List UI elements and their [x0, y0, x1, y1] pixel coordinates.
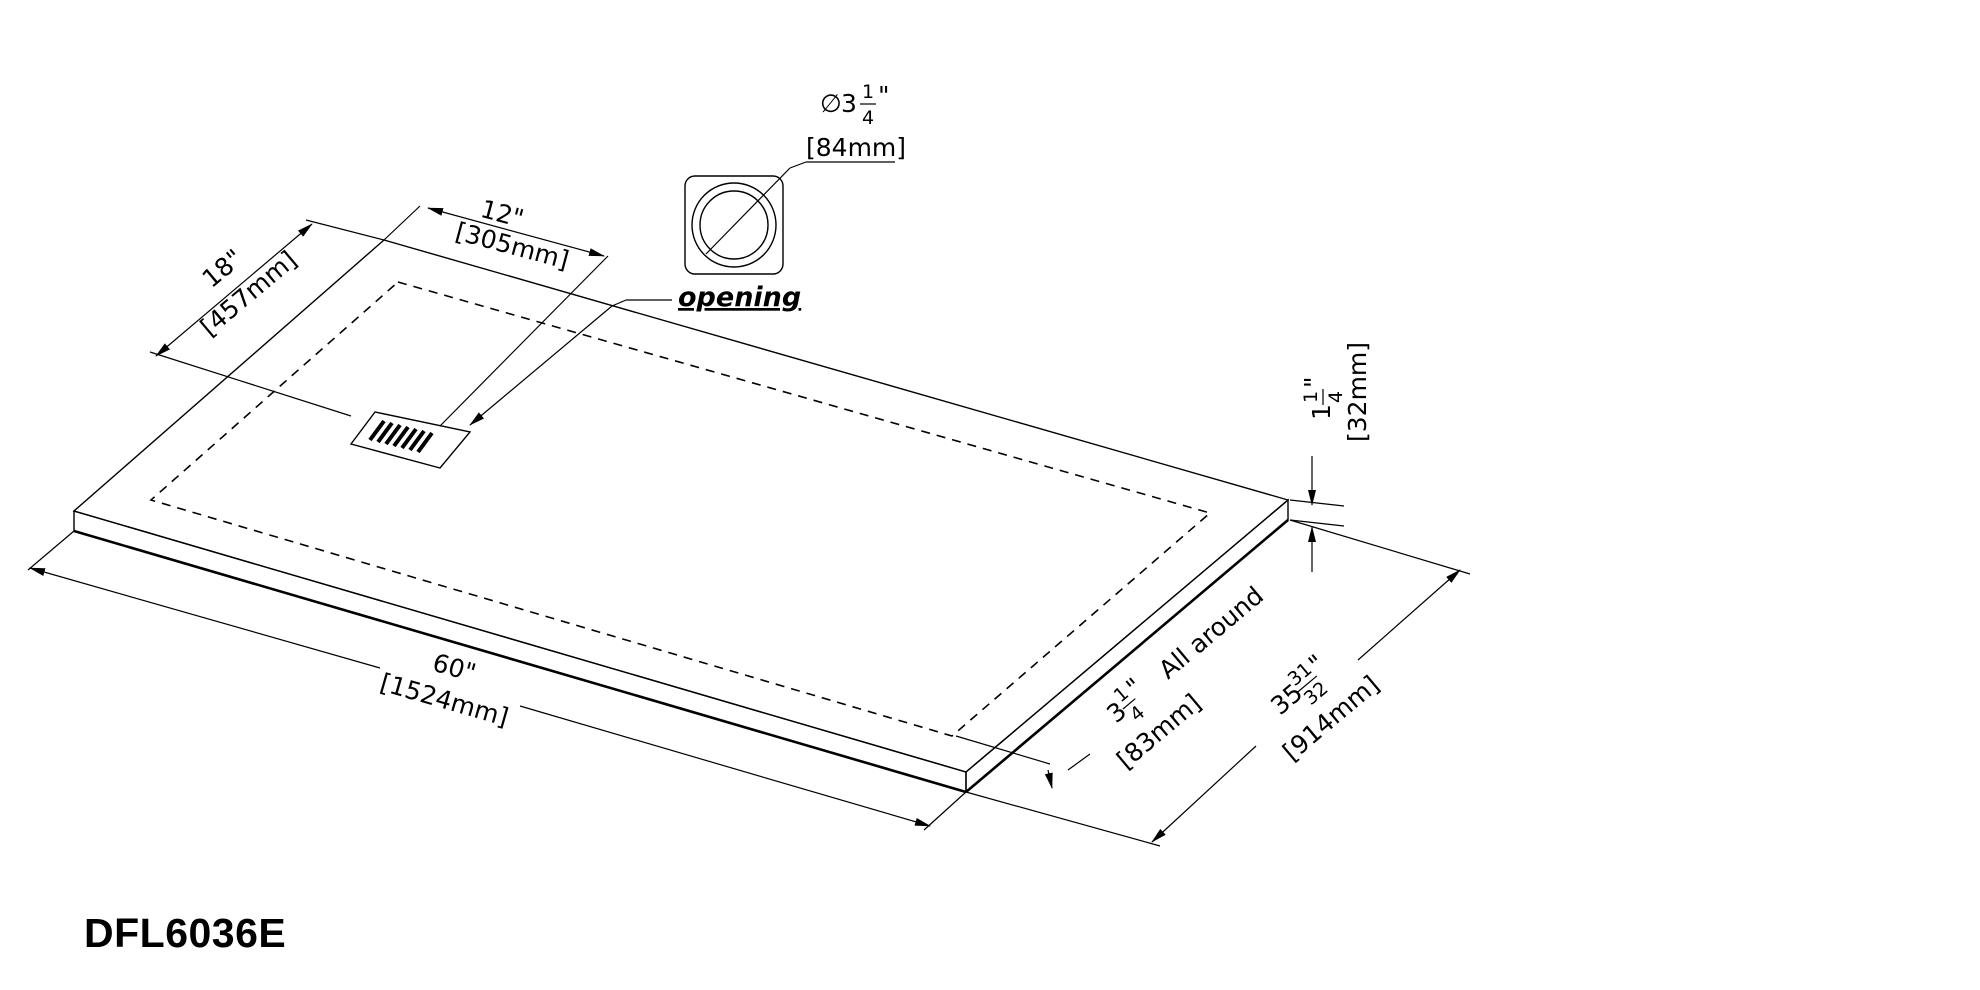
thickness-num: 1	[1300, 391, 1322, 403]
dim-60in	[27, 530, 967, 831]
opening-label: opening	[678, 282, 801, 313]
drain-diameter-den: 4	[862, 107, 874, 129]
dim-width	[965, 519, 1471, 847]
thickness-metric: [32mm]	[1343, 342, 1372, 442]
drain-detail-view	[684, 161, 895, 275]
drain-diameter-symbol: ∅	[820, 89, 842, 118]
inner-border-dashed	[149, 281, 1212, 737]
thickness-inch: "	[1299, 377, 1328, 389]
border-note: All around	[1153, 581, 1269, 685]
drain-diameter-metric: [84mm]	[806, 133, 906, 162]
drain-diameter-whole: 3	[841, 89, 857, 118]
shower-base-top-surface	[72, 239, 1290, 773]
shower-base-front-edge	[73, 510, 967, 793]
shower-base	[72, 239, 1290, 794]
dim-thickness	[1289, 456, 1345, 572]
drain-diameter-inch: "	[878, 81, 890, 110]
drain-diameter-num: 1	[862, 81, 874, 103]
model-code: DFL6036E	[84, 910, 287, 956]
thickness-whole: 1	[1307, 404, 1336, 420]
opening-leader	[469, 299, 672, 426]
dim-18in	[149, 219, 385, 417]
dim-border	[955, 735, 1091, 789]
dim-12in	[383, 205, 609, 427]
drain-grate	[349, 411, 472, 469]
thickness-den: 4	[1325, 391, 1347, 403]
